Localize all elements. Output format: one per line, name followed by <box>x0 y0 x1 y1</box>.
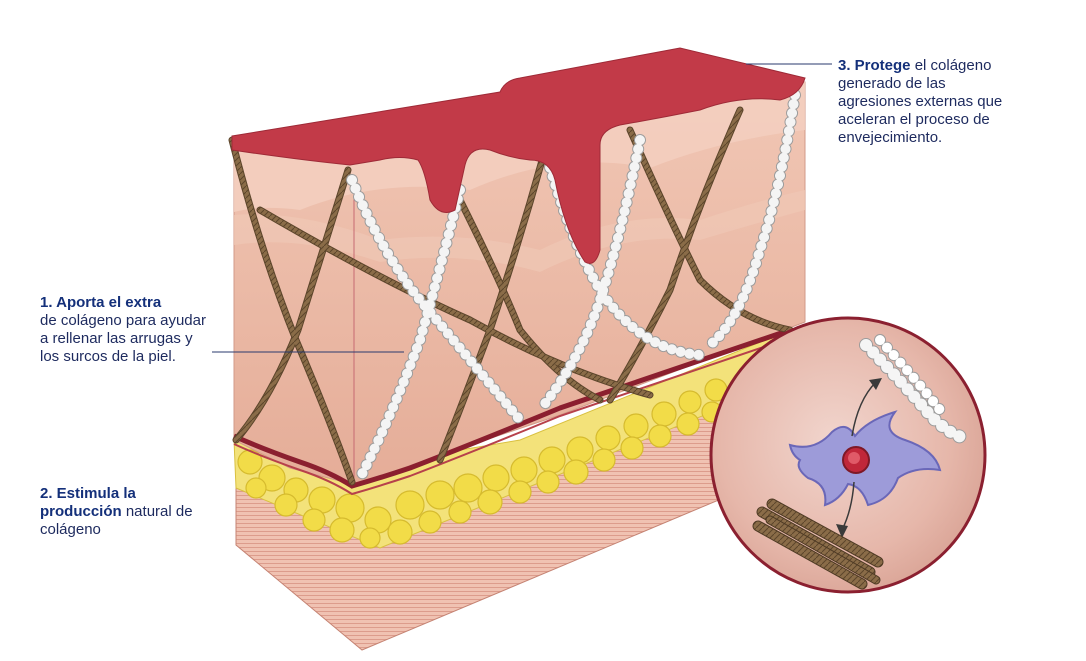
callout-1-text: de colágeno para ayudar a rellenar las a… <box>40 312 206 365</box>
fat-cells <box>237 378 728 549</box>
dermis-band <box>234 190 805 272</box>
magnified-view <box>709 316 987 594</box>
callout-2-heading: 2. Estimula la producción <box>40 485 136 520</box>
basement-membrane-inner <box>233 337 791 496</box>
callout-1: 1. Aporta el extra de colágeno para ayud… <box>40 294 215 366</box>
collagen-fibers <box>228 106 794 486</box>
callout-1-heading: 1. Aporta el extra <box>40 294 162 311</box>
callout-2-text: natural de colágeno <box>40 503 193 538</box>
basement-membrane <box>232 327 791 489</box>
callout-3: 3. Protege el colágeno generado de las a… <box>838 57 1008 147</box>
protective-film <box>231 47 806 264</box>
collagen-bundle-icon <box>752 498 884 590</box>
callout-3-heading: 3. Protege <box>838 57 911 74</box>
collagen-fibrils <box>346 89 801 484</box>
callout-3-text: el colágeno generado de las agresiones e… <box>838 57 1003 146</box>
callout-2: 2. Estimula la producción natural de col… <box>40 485 215 539</box>
collagen-fibril-icon <box>859 334 972 445</box>
